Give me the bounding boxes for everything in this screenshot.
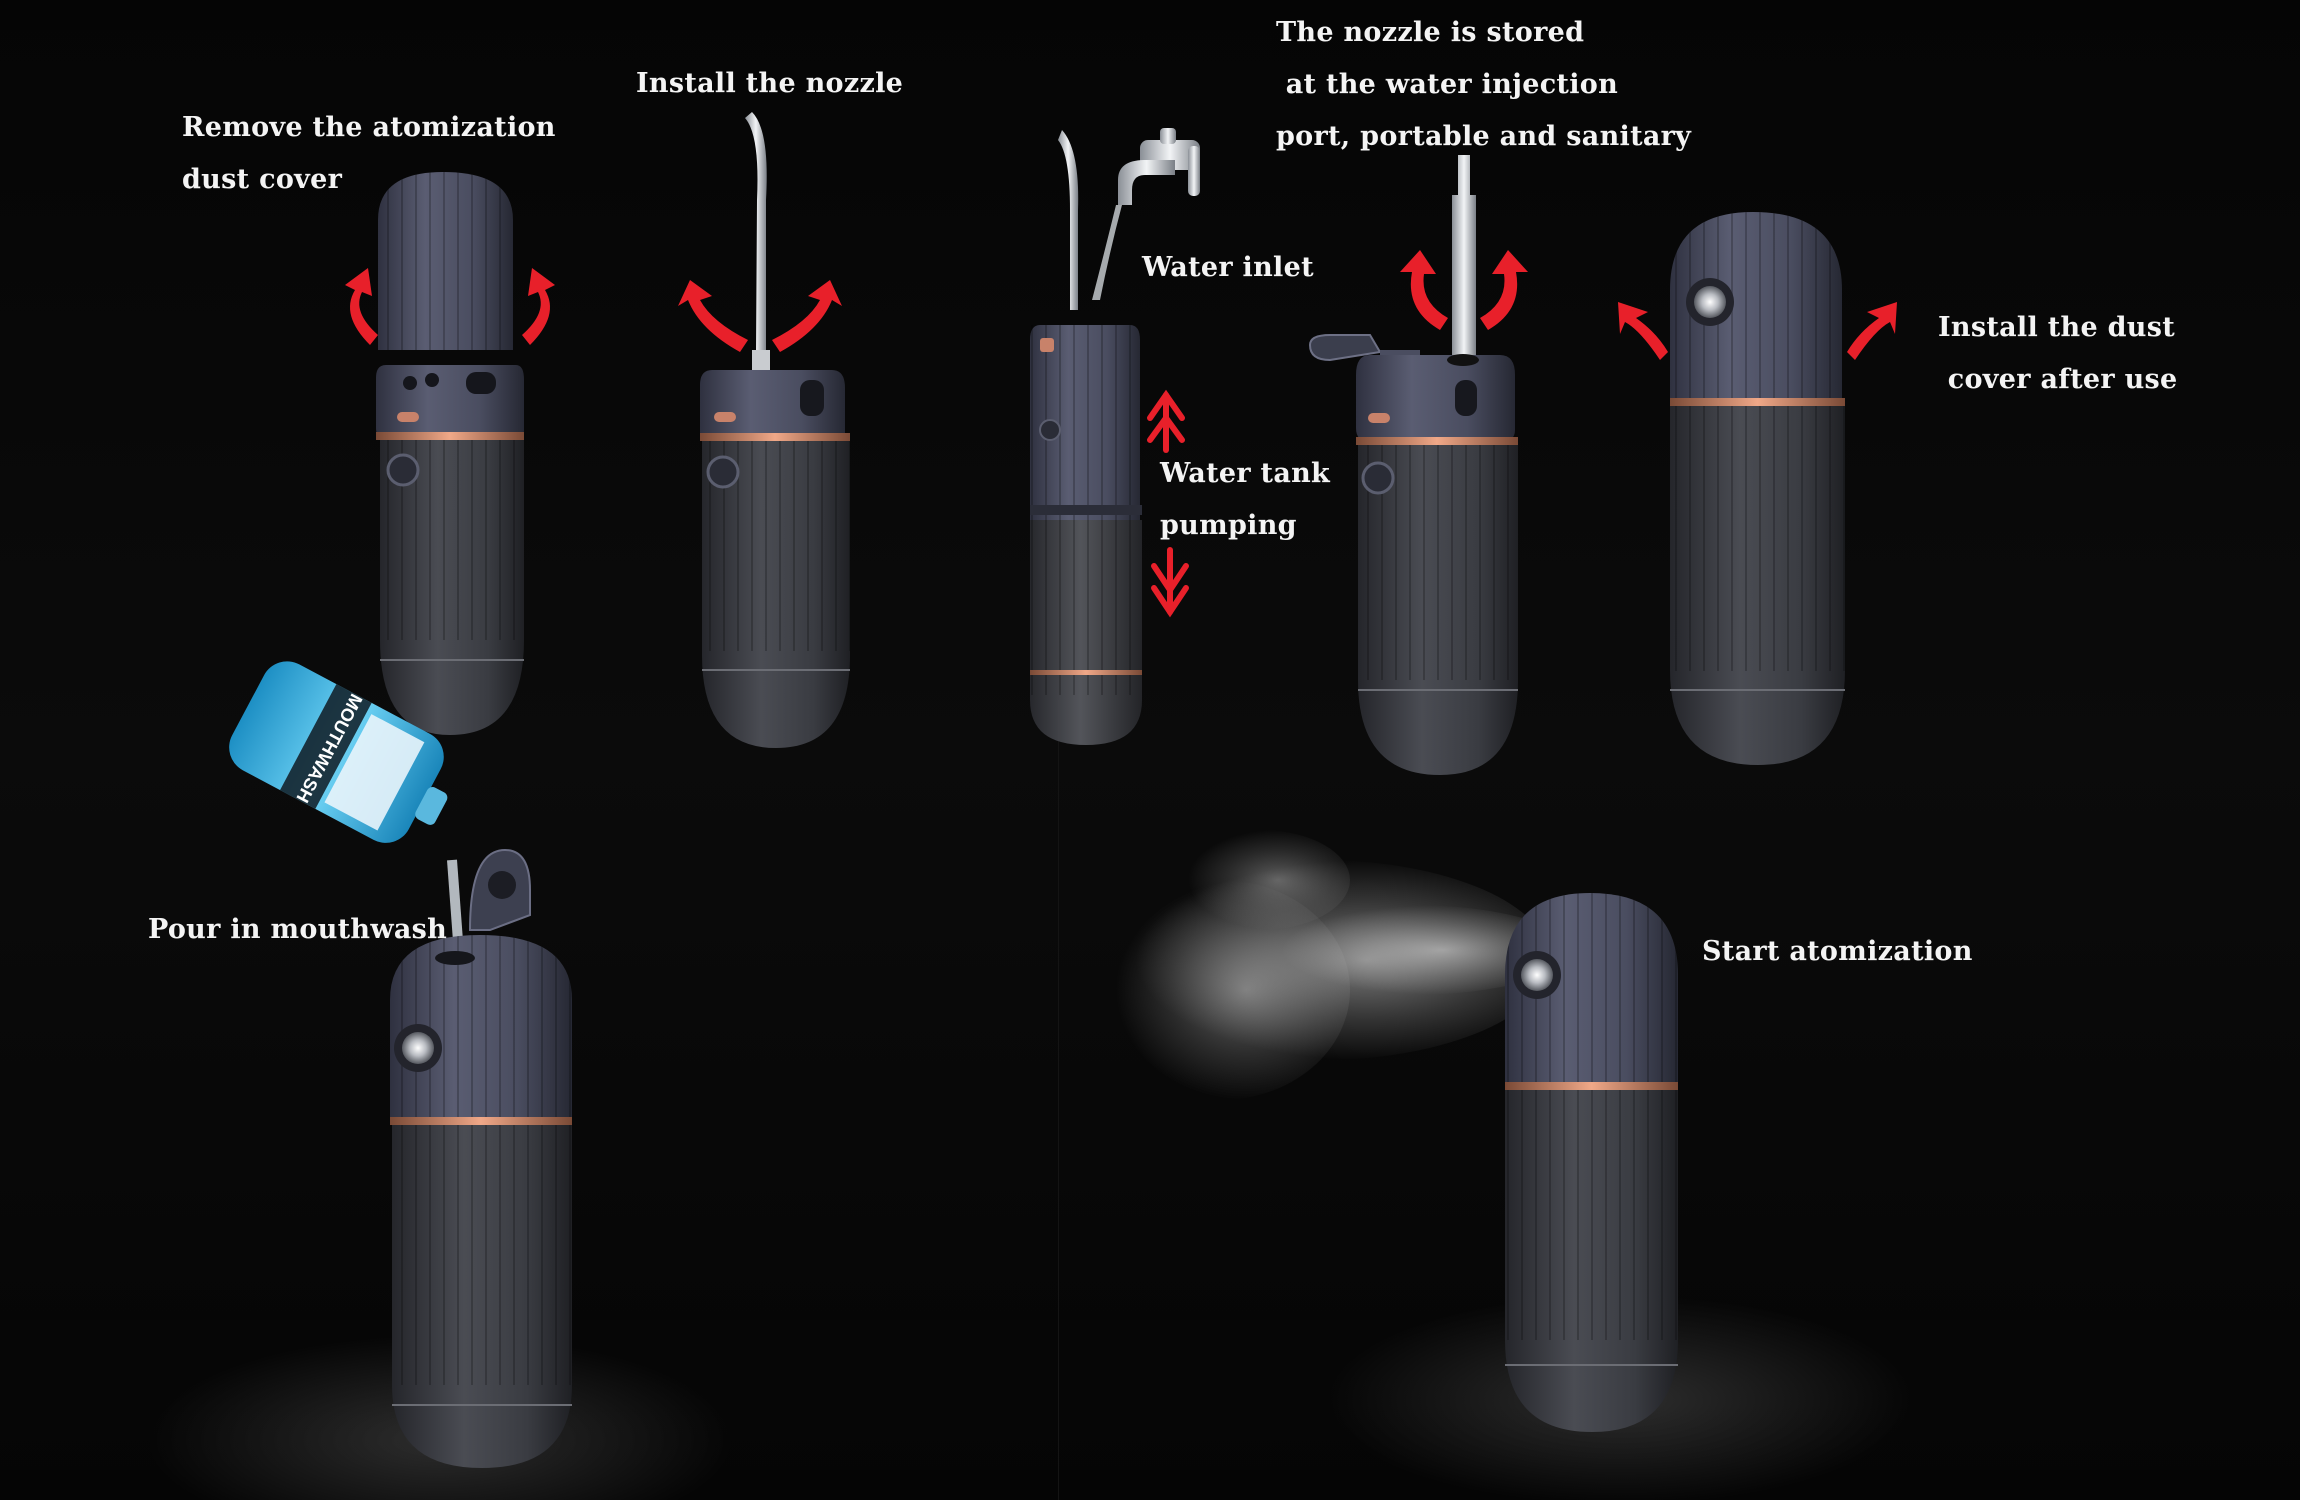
label-nozzle-stored: The nozzle is stored at the water inject… xyxy=(1276,17,1692,152)
label-remove-cover: Remove the atomization dust cover xyxy=(182,112,556,195)
device-remove-cover xyxy=(376,172,524,735)
curved-arrow-icon xyxy=(1400,250,1528,330)
device-install-nozzle xyxy=(700,112,850,748)
device-nozzle-stored xyxy=(1308,155,1518,775)
mist-spray-icon xyxy=(1090,830,1570,1100)
panel-divider xyxy=(1058,700,1059,1500)
device-water-pumping xyxy=(1030,130,1142,745)
curved-arrow-icon xyxy=(345,268,555,345)
label-install-nozzle: Install the nozzle xyxy=(636,68,904,99)
curved-arrow-icon xyxy=(678,280,842,352)
device-dust-cover-installed xyxy=(1670,212,1845,765)
label-start-atomization: Start atomization xyxy=(1702,936,1973,967)
curved-arrow-icon xyxy=(1618,302,1897,360)
device-atomizing xyxy=(1505,893,1678,1432)
double-down-arrow-icon xyxy=(1151,547,1189,618)
label-water-inlet: Water inlet xyxy=(1142,252,1314,283)
faucet-icon xyxy=(1092,128,1200,300)
mouthwash-bottle-icon: MOUTHWASH xyxy=(229,661,448,843)
device-pour-mouthwash xyxy=(390,848,572,1468)
label-install-dust-cover: Install the dust cover after use xyxy=(1938,312,2178,395)
nozzle-tip xyxy=(745,112,767,355)
label-pour-mouthwash: Pour in mouthwash xyxy=(148,914,448,945)
double-up-arrow-icon xyxy=(1147,389,1185,453)
label-water-tank-pumping: Water tank pumping xyxy=(1160,458,1331,541)
